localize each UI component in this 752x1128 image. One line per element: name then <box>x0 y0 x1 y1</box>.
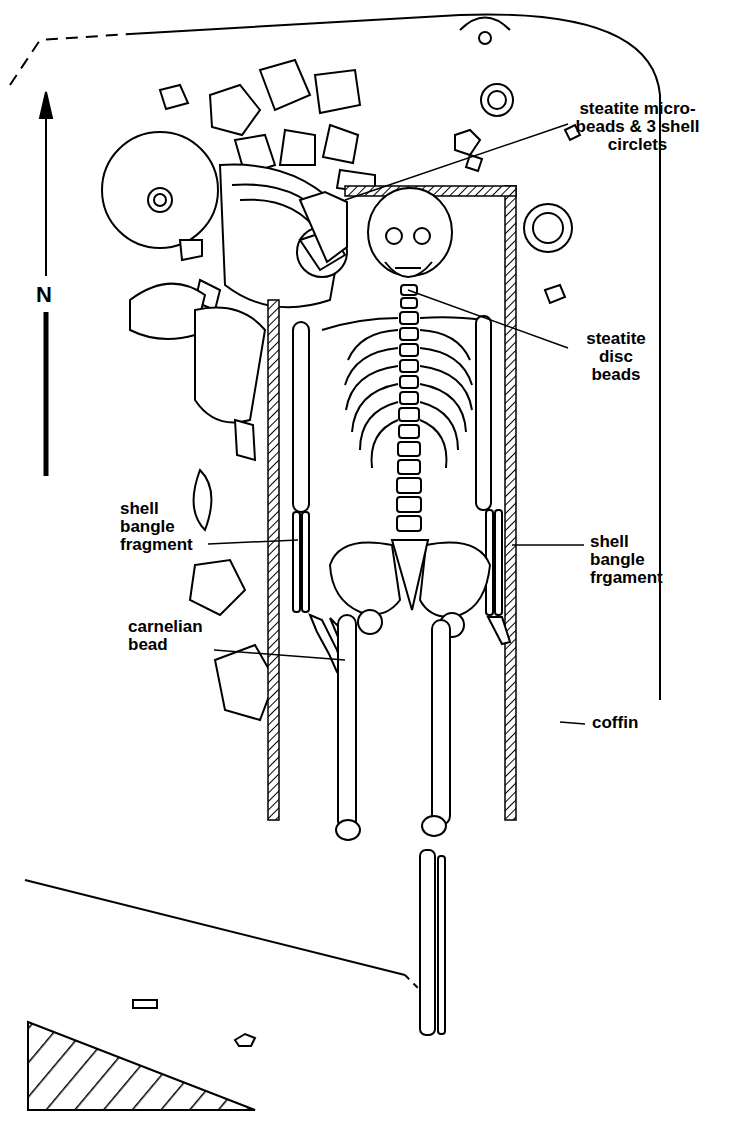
find-label: shell bangle frgament <box>590 533 680 587</box>
feature-label: coffin <box>592 714 638 732</box>
find-label: steatite disc beads <box>575 330 657 384</box>
find-label: steatite micro-beads & 3 shell circlets <box>575 100 700 154</box>
find-label: carnelian bead <box>128 618 220 654</box>
north-label: N <box>36 283 52 306</box>
find-label: shell bangle fragment <box>120 500 206 554</box>
